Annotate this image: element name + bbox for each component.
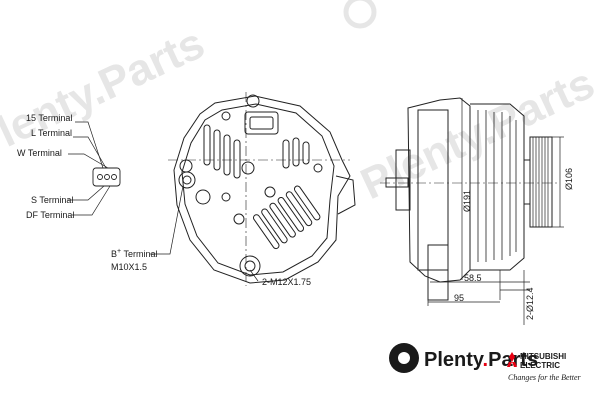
connector-detail <box>92 167 121 187</box>
label-15-terminal: 15 Terminal <box>26 113 72 123</box>
side-pulley-grooves <box>532 137 549 227</box>
front-bolt-2 <box>195 189 211 205</box>
maker-line1: MITSUBISHI <box>520 352 566 361</box>
watermark-text-left: Plenty.Parts <box>0 19 212 170</box>
branding: Plenty.Parts MITSUBISHI ELECTRIC Changes… <box>389 343 582 382</box>
terminal-leaders <box>68 121 259 282</box>
label-df-terminal: DF Terminal <box>26 210 74 220</box>
front-top-mount-hole <box>246 94 260 108</box>
front-bottom-mount-hole-inner <box>244 260 256 272</box>
side-pulley-hub <box>523 159 531 205</box>
side-view <box>380 97 560 301</box>
label-w-terminal: W Terminal <box>17 148 62 158</box>
front-bolt-4 <box>233 213 245 225</box>
dim-d106: Ø106 <box>564 168 574 190</box>
label-l-terminal: L Terminal <box>31 128 72 138</box>
front-right-ear <box>335 175 356 215</box>
label-b-thread: M10X1.5 <box>111 262 147 272</box>
front-view <box>168 92 356 286</box>
label-mount-holes: 2-M12X1.75 <box>262 277 311 287</box>
plug-connector-socket <box>249 116 274 130</box>
dim-58-5: 58.5 <box>464 273 482 283</box>
side-rear-shaft <box>385 177 409 188</box>
front-bolt-5 <box>241 161 255 175</box>
front-bolt-1 <box>179 159 193 173</box>
front-bolt-3 <box>221 192 231 202</box>
front-bolt-7 <box>313 163 323 173</box>
front-vents-right <box>252 185 321 250</box>
front-housing-outline <box>173 95 351 284</box>
side-regulator-box <box>395 149 411 211</box>
front-vents-upper-right <box>282 137 310 169</box>
mitsubishi-logo-icon <box>507 352 517 367</box>
front-bolt-8 <box>221 111 231 121</box>
front-terminal-b-stud <box>178 171 196 189</box>
tagline: Changes for the Better <box>508 373 582 382</box>
maker-line2: ELECTRIC <box>520 361 560 370</box>
watermark-gear-icon <box>343 0 377 29</box>
front-bottom-mount-hole <box>239 255 261 277</box>
front-bolt-6 <box>264 186 276 198</box>
side-lower-lug <box>427 244 449 301</box>
dim-95: 95 <box>454 293 464 303</box>
front-housing-inner <box>181 103 335 276</box>
plug-connector-body <box>244 111 279 135</box>
dimension-lines <box>427 98 564 325</box>
dim-d191: Ø191 <box>462 190 472 212</box>
side-cooling-fins <box>477 110 517 262</box>
front-vents-left <box>203 124 241 179</box>
label-b-terminal: B+ Terminal <box>111 248 157 259</box>
label-s-terminal: S Terminal <box>31 195 73 205</box>
side-rear-inner <box>417 109 449 271</box>
dim-d12-4: 2-Ø12.4 <box>525 287 535 320</box>
